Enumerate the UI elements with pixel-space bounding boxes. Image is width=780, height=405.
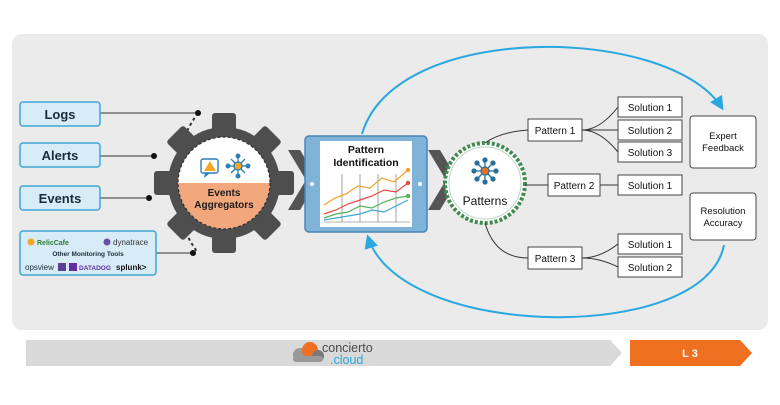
alerts-box: Alerts bbox=[19, 142, 101, 168]
pattern-id-line2: Identification bbox=[333, 157, 398, 169]
datadog-logo: DATADOG bbox=[79, 265, 111, 272]
patterns-label: Patterns bbox=[463, 194, 508, 208]
pattern-box-1: Pattern 1 bbox=[527, 118, 583, 142]
solution-box: Solution 1 bbox=[617, 96, 683, 118]
solution-label: Solution 1 bbox=[628, 240, 673, 251]
pattern-1-label: Pattern 1 bbox=[535, 126, 576, 137]
other-tools-label: Other Monitoring Tools bbox=[52, 251, 124, 258]
pattern-3-label: Pattern 3 bbox=[535, 254, 576, 265]
pattern-identification-panel: Pattern Identification bbox=[304, 135, 428, 233]
brand-line1: concierto bbox=[322, 341, 373, 355]
solution-box: Solution 2 bbox=[617, 256, 683, 278]
solution-label: Solution 1 bbox=[628, 181, 673, 192]
brand-line2: .cloud bbox=[330, 353, 363, 367]
network-nodes-icon bbox=[471, 157, 499, 185]
splunk-logo: splunk> bbox=[116, 263, 147, 272]
events-label: Events bbox=[39, 191, 82, 206]
connector-dots bbox=[146, 110, 201, 256]
dynatrace-logo: dynatrace bbox=[113, 238, 149, 247]
solution-box: Solution 2 bbox=[617, 119, 683, 141]
solution-label: Solution 3 bbox=[628, 148, 673, 159]
alerts-label: Alerts bbox=[42, 148, 79, 163]
expert-feedback-box: Expert Feedback bbox=[689, 115, 757, 169]
pattern-box-2: Pattern 2 bbox=[547, 173, 601, 197]
events-box: Events bbox=[19, 185, 101, 211]
expert-feedback-line2: Feedback bbox=[702, 143, 744, 154]
solution-box: Solution 1 bbox=[617, 174, 683, 196]
reliccafe-logo-icon bbox=[27, 238, 35, 246]
chat-alert-icon bbox=[200, 158, 219, 178]
solution-label: Solution 2 bbox=[628, 263, 673, 274]
solution-box: Solution 1 bbox=[617, 233, 683, 255]
opsview-logo: opsview bbox=[25, 263, 54, 272]
pattern-branches bbox=[484, 106, 619, 268]
aggregator-label-line2: Aggregators bbox=[194, 200, 254, 211]
level-badge bbox=[630, 340, 752, 366]
datadog-logo-icon bbox=[69, 263, 77, 271]
pattern-2-label: Pattern 2 bbox=[554, 181, 595, 192]
top-feedback-arrow bbox=[361, 45, 724, 135]
resolution-accuracy-line1: Resolution bbox=[701, 206, 746, 217]
level-label: L 3 bbox=[682, 348, 698, 360]
input-connectors bbox=[100, 112, 198, 254]
network-hub-icon bbox=[225, 153, 251, 179]
cloud-logo-icon bbox=[293, 342, 324, 362]
solution-label: Solution 1 bbox=[628, 103, 673, 114]
resolution-accuracy-box: Resolution Accuracy bbox=[689, 192, 757, 241]
aggregator-label-line1: Events bbox=[208, 188, 241, 199]
patterns-hub: Patterns bbox=[443, 141, 527, 225]
resolution-accuracy-line2: Accuracy bbox=[703, 218, 742, 229]
newrelic-logo-icon bbox=[58, 263, 66, 271]
events-aggregator-gear: Events Aggregators bbox=[154, 113, 294, 253]
reliccafe-logo: RelicCafe bbox=[37, 240, 69, 247]
solution-label: Solution 2 bbox=[628, 126, 673, 137]
logs-label: Logs bbox=[44, 107, 75, 122]
expert-feedback-line1: Expert bbox=[709, 131, 737, 142]
solution-box: Solution 3 bbox=[617, 141, 683, 163]
dynatrace-logo-icon bbox=[103, 238, 111, 246]
pattern-id-line1: Pattern bbox=[348, 144, 384, 156]
logs-box: Logs bbox=[19, 101, 101, 127]
monitoring-tools-box: RelicCafe dynatrace Other Monitoring Too… bbox=[19, 230, 157, 276]
pattern-box-3: Pattern 3 bbox=[527, 246, 583, 270]
footer-gray-arrow bbox=[26, 340, 622, 366]
bottom-feedback-arrow bbox=[364, 234, 725, 319]
trend-chart-icon bbox=[323, 167, 411, 223]
concierto-logo: concierto .cloud bbox=[293, 341, 373, 367]
